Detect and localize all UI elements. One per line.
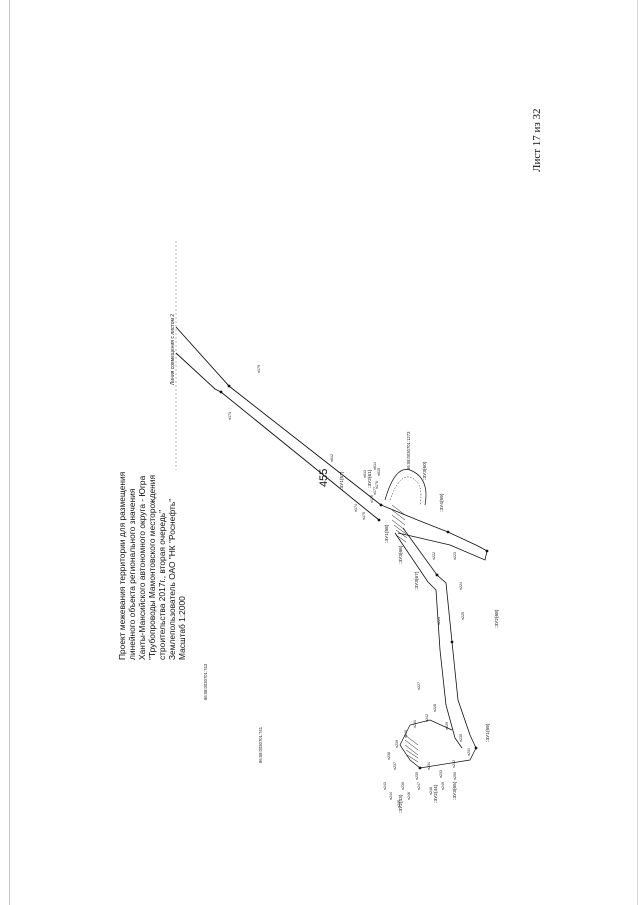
arc-boundary	[384, 469, 427, 506]
parcel-label: :ЗУ3(67)	[414, 571, 420, 590]
point-label: н247	[417, 782, 421, 790]
point-label: н244	[389, 792, 393, 800]
point-label: н231	[467, 748, 471, 756]
parcel-label: :ЗУ3(66)	[398, 545, 404, 564]
point-label: н240	[404, 730, 408, 738]
point-label: н224	[459, 582, 463, 590]
parcel-label: :ЗУ2(43)	[398, 794, 404, 813]
corridor-lower-line	[175, 352, 380, 521]
vertex-markers	[219, 384, 489, 770]
parcel-label: :ЗУ1(57)	[339, 471, 345, 490]
point-label: н222	[432, 552, 436, 560]
parcel-label: :ЗУ1(58)	[384, 524, 390, 543]
point-label: н227	[417, 682, 421, 690]
hatched-area	[391, 504, 408, 543]
point-label: н230	[459, 734, 463, 742]
point-label: н177	[373, 487, 377, 495]
point-label: н228	[433, 704, 437, 712]
point-label: н179	[257, 365, 261, 373]
point-label: н245	[397, 800, 401, 808]
point-label: н613	[363, 470, 367, 478]
parcel-label: :ЗУ2(68)	[494, 609, 500, 628]
point-label: н614	[373, 462, 377, 470]
arc-boundary-2	[389, 476, 422, 506]
point-label: н250	[453, 772, 457, 780]
point-label: н612	[330, 454, 334, 462]
point-label: н236	[401, 782, 405, 790]
parcel-label: :ЗУ3(60)	[422, 461, 428, 480]
point-label: н175	[362, 512, 366, 520]
point-label: н246	[407, 792, 411, 800]
point-label: н173	[228, 412, 232, 420]
point-label: н223	[453, 552, 457, 560]
point-label: н225	[461, 612, 465, 620]
point-label: н241	[413, 720, 417, 728]
cadastral-label: 86:08:0030701:743	[203, 663, 208, 700]
point-label: н242	[425, 714, 429, 722]
point-label: н176	[370, 495, 374, 503]
point-label: н178	[375, 481, 379, 489]
parcel-label: :ЗУ2(61)	[367, 469, 373, 488]
point-label: н233	[439, 770, 443, 778]
point-label: н226	[437, 617, 441, 625]
point-label: н248	[429, 787, 433, 795]
parcel-label: :ЗУ3(65)	[452, 781, 458, 800]
point-label: н615	[377, 468, 381, 476]
cadastral-label: 86:08:0030701:1273	[406, 431, 411, 470]
cadastral-label: 86:08:0030701:741	[258, 726, 263, 763]
scan-right-border	[637, 0, 638, 905]
branch-down-line-2	[394, 532, 463, 749]
point-label: н174	[354, 504, 358, 512]
point-label: н249	[441, 782, 445, 790]
loop-line	[399, 719, 477, 769]
match-line-label: Линия совмещения с листом 2	[170, 314, 176, 385]
scan-left-border	[9, 0, 10, 905]
parcel-label: :ЗУ1(59)	[485, 723, 491, 742]
corridor-upper-line	[175, 326, 382, 506]
point-label: н239	[395, 740, 399, 748]
parcel-label: :ЗУ4(59)	[439, 493, 445, 512]
point-label: н235	[415, 772, 419, 780]
parcel-label: :ЗУ2(44)	[433, 784, 439, 803]
point-label: н237	[393, 762, 397, 770]
hatched-area-2	[404, 734, 419, 763]
point-label: н243	[383, 782, 387, 790]
point-label: н232	[452, 760, 456, 768]
point-label: н238	[387, 752, 391, 760]
branch-right-line	[380, 504, 488, 561]
point-label: н229	[445, 722, 449, 730]
point-label: н234	[427, 762, 431, 770]
